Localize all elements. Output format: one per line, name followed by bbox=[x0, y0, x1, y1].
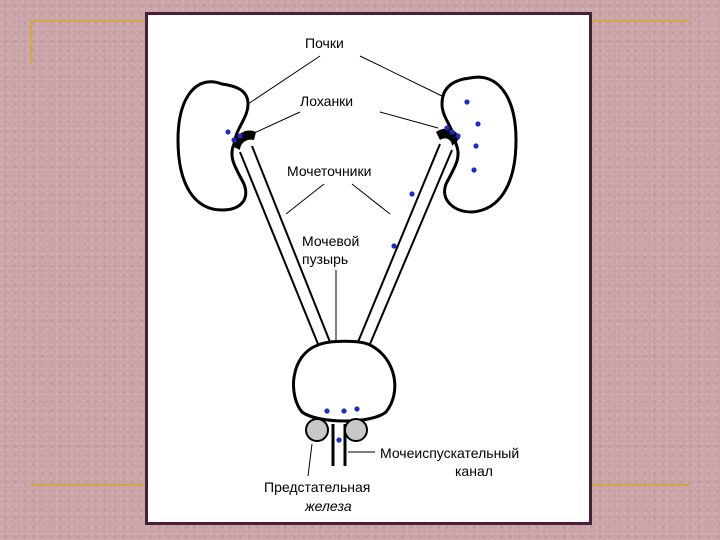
leader-pelvis-right bbox=[379, 111, 439, 129]
left-kidney bbox=[176, 80, 250, 212]
left-accent-line bbox=[30, 20, 32, 64]
label-pelvis: Лоханки bbox=[300, 93, 353, 109]
label-ureters: Мочеточники bbox=[287, 163, 371, 179]
label-prostate-line1: Предстательная bbox=[264, 479, 370, 495]
leader-pelvis-left bbox=[251, 111, 301, 135]
label-urethra-line1: Мочеиспускательный bbox=[380, 445, 519, 461]
urine-dots bbox=[225, 99, 481, 443]
right-ureter bbox=[357, 143, 453, 345]
label-urethra-line2: канал bbox=[455, 463, 493, 479]
left-pelvis bbox=[232, 130, 256, 150]
leader-ureters-right bbox=[351, 183, 391, 215]
label-bladder-line2: пузырь bbox=[302, 251, 348, 267]
urethra bbox=[331, 424, 347, 466]
right-kidney bbox=[440, 75, 518, 214]
leader-kidneys-right bbox=[359, 55, 443, 97]
label-prostate-line2: железа bbox=[304, 498, 352, 514]
leader-kidneys-left bbox=[247, 55, 321, 105]
leader-prostate bbox=[307, 443, 313, 477]
label-bladder-line1: Мочевой bbox=[302, 233, 359, 249]
bladder bbox=[292, 339, 397, 423]
diagram-frame bbox=[145, 12, 592, 525]
leader-ureters-left bbox=[285, 183, 325, 215]
prostate-left-lobe bbox=[305, 418, 329, 442]
prostate-right-lobe bbox=[344, 418, 368, 442]
left-ureter bbox=[239, 145, 331, 345]
label-kidneys: Почки bbox=[305, 35, 344, 51]
